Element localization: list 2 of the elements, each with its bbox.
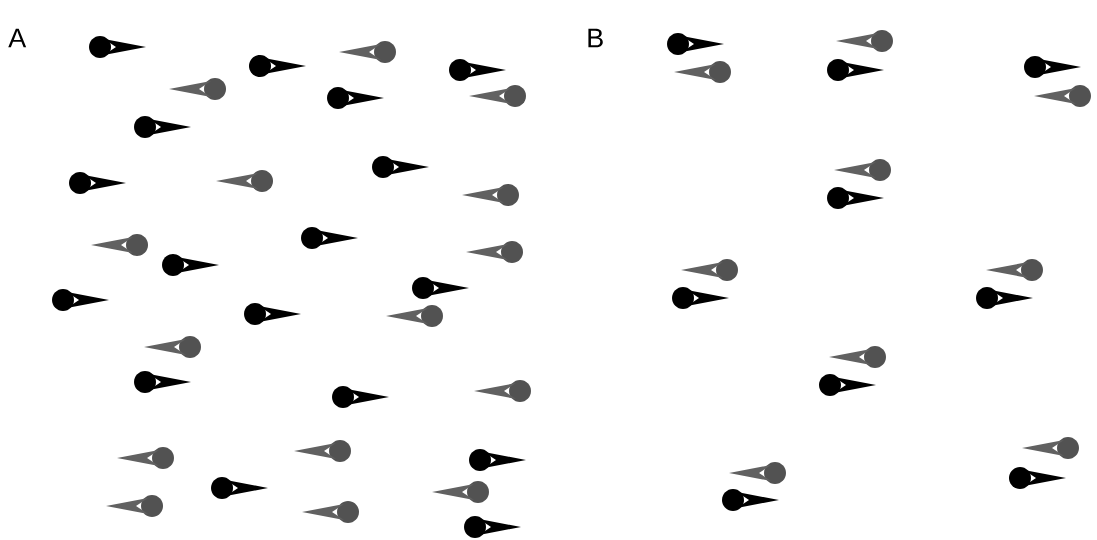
panel-label: A <box>8 28 27 48</box>
panel-label: B <box>588 28 603 48</box>
